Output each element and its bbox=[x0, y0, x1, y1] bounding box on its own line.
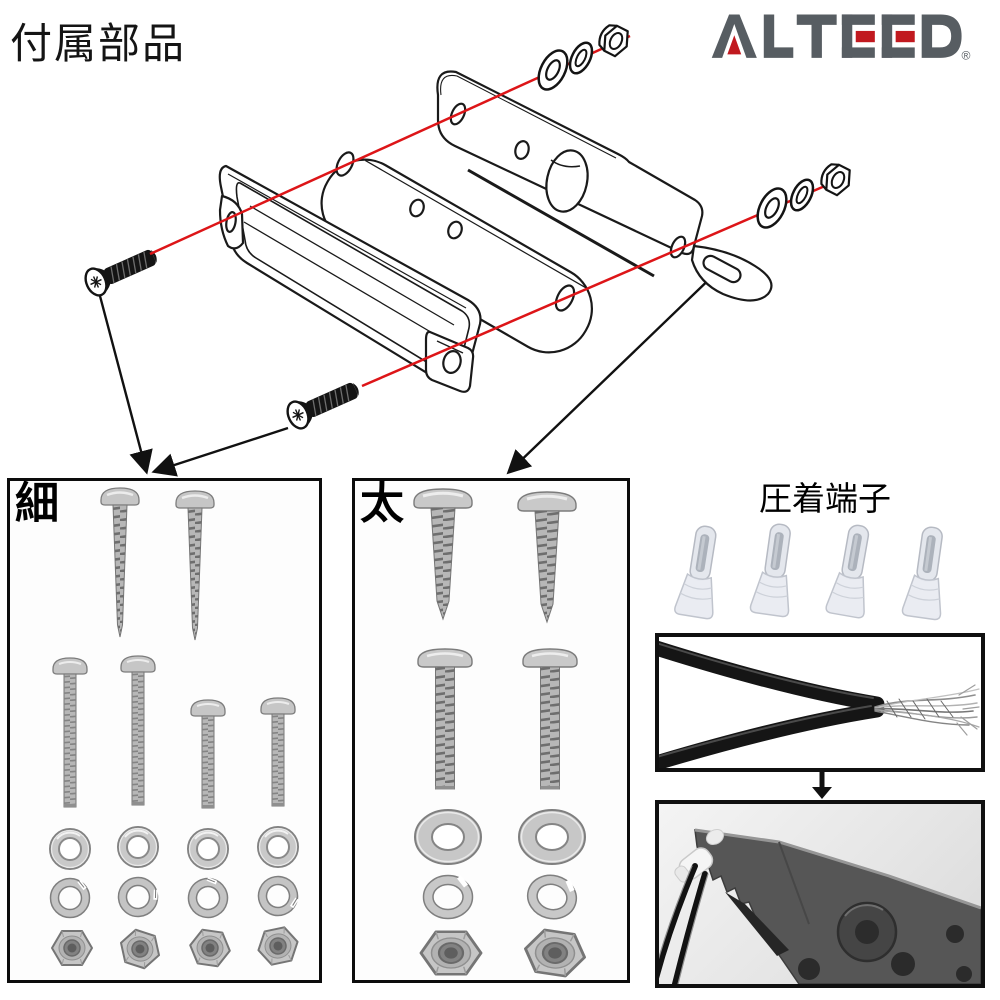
tapping-screw-icon bbox=[412, 487, 474, 621]
hex-nut-icon bbox=[114, 925, 166, 973]
spring-washer-icon bbox=[181, 871, 234, 924]
flat-washer-icon bbox=[257, 826, 299, 868]
parts-box-thick-contents bbox=[412, 487, 591, 980]
registered-mark: ® bbox=[961, 49, 970, 63]
parts-box-thick: 太 bbox=[352, 478, 630, 983]
spring-washer-icon bbox=[111, 870, 166, 925]
page-title: 付属部品 bbox=[10, 20, 187, 67]
hex-nut-icon bbox=[598, 24, 629, 58]
flat-washer-icon bbox=[49, 828, 91, 870]
parts-box-thick-label: 太 bbox=[360, 479, 404, 528]
hex-nut-icon bbox=[419, 930, 483, 976]
machine-screw-short-icon bbox=[190, 699, 226, 809]
black-torx-screw bbox=[282, 374, 365, 433]
alteed-logo-icon: ® bbox=[711, 14, 970, 63]
black-torx-screw bbox=[80, 241, 163, 300]
spring-washer-icon bbox=[253, 871, 303, 921]
crimp-terminals-row bbox=[673, 521, 954, 621]
machine-screw-short-icon bbox=[260, 697, 296, 807]
hex-nut-icon bbox=[253, 924, 303, 968]
machine-screw-icon bbox=[416, 647, 474, 791]
marker-lamp-housing bbox=[218, 164, 482, 393]
tapping-screw-icon bbox=[174, 489, 216, 642]
wires-into-terminal bbox=[659, 863, 709, 984]
flat-washer-icon bbox=[518, 809, 586, 865]
fastener-set-right bbox=[756, 163, 851, 229]
flat-washer-icon bbox=[414, 809, 482, 865]
parts-box-thin-contents bbox=[10, 486, 319, 973]
machine-screw-long-icon bbox=[52, 657, 88, 808]
stripped-wires-photo bbox=[655, 633, 985, 772]
machine-screw-icon bbox=[521, 647, 579, 791]
crimp-terminal-icon bbox=[749, 521, 802, 618]
flat-washer-icon bbox=[756, 187, 788, 229]
spring-washer-icon bbox=[523, 870, 581, 924]
flat-washer-icon bbox=[537, 49, 569, 91]
crimp-terminal-icon bbox=[901, 524, 954, 621]
parts-box-thin: 細 bbox=[7, 478, 322, 983]
crimping-tool-photo bbox=[655, 800, 985, 988]
crimp-terminal-icon bbox=[673, 522, 727, 621]
brand-logo: ALTEED ® bbox=[710, 6, 972, 68]
parts-box-thin-label: 細 bbox=[15, 479, 59, 528]
hex-nut-icon bbox=[820, 163, 851, 197]
hex-nut-icon bbox=[51, 930, 93, 966]
leader-lines bbox=[98, 267, 722, 477]
hex-nut-icon bbox=[519, 926, 591, 980]
stripped-wires-illustration bbox=[659, 641, 980, 768]
flat-washer-icon bbox=[187, 828, 229, 870]
machine-screw-long-icon bbox=[120, 655, 156, 806]
flat-washer-icon bbox=[117, 826, 159, 868]
fastener-set-top bbox=[537, 24, 629, 91]
hex-nut-icon bbox=[186, 927, 234, 969]
crimp-terminal-icon bbox=[824, 521, 880, 620]
crimping-tool-illustration bbox=[659, 828, 981, 984]
tapping-screw-icon bbox=[516, 490, 578, 624]
crimp-terminals-label: 圧着端子 bbox=[759, 480, 891, 517]
down-arrow-icon bbox=[812, 769, 832, 799]
spring-washer-icon bbox=[789, 178, 815, 212]
mounting-bracket bbox=[436, 70, 773, 302]
tapping-screw-icon bbox=[99, 486, 141, 639]
spring-washer-icon bbox=[424, 876, 473, 919]
spring-washer-icon bbox=[568, 41, 594, 75]
exploded-assembly-diagram bbox=[80, 24, 851, 477]
spring-washer-icon bbox=[51, 879, 90, 918]
